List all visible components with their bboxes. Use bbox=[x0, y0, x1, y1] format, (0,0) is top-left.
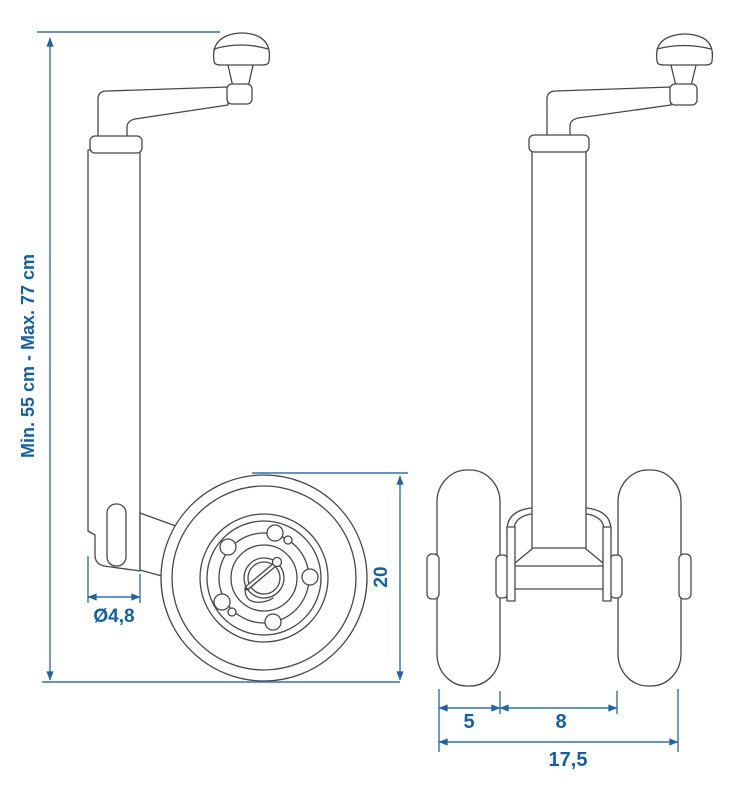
dimension-labels: Min. 55 cm - Max. 77 cm Ø4,8 20 5 8 17,5 bbox=[18, 254, 587, 771]
side-tube-body bbox=[87, 149, 141, 572]
right-inner-hub-cap bbox=[609, 554, 623, 599]
overall-width-label: 17,5 bbox=[549, 749, 588, 771]
bolt-hole bbox=[264, 613, 282, 631]
bracket-diagonal-left bbox=[514, 548, 533, 564]
left-inner-hub-cap bbox=[495, 554, 509, 599]
side-handle-sleeve bbox=[226, 83, 253, 105]
front-knob-seam bbox=[656, 44, 712, 50]
front-right-tire bbox=[617, 469, 682, 687]
front-view bbox=[426, 33, 714, 687]
front-tube-cap bbox=[528, 134, 590, 153]
axle-housing bbox=[500, 565, 617, 590]
front-tube-body bbox=[531, 149, 587, 549]
bracket-strap-left bbox=[506, 526, 516, 602]
side-wheel bbox=[160, 474, 368, 682]
height-dimension-label: Min. 55 cm - Max. 77 cm bbox=[18, 254, 38, 458]
wheel-diameter-label: 20 bbox=[371, 566, 392, 587]
rim-outer-circle bbox=[199, 513, 329, 643]
front-left-tire bbox=[436, 469, 501, 687]
dimension-lines bbox=[37, 31, 679, 752]
bolt-hole bbox=[266, 524, 284, 542]
front-crank-knob bbox=[655, 33, 714, 66]
front-handle-sleeve bbox=[669, 83, 698, 106]
pin-head bbox=[271, 556, 283, 568]
side-tube-cap bbox=[89, 135, 143, 154]
tire-inner-circle bbox=[171, 485, 357, 671]
bracket-arch-right-inner bbox=[586, 513, 605, 531]
bracket-arch-left-inner bbox=[513, 513, 532, 531]
front-crank-arm bbox=[546, 86, 672, 137]
small-hole bbox=[227, 607, 237, 617]
track-gap-label: 8 bbox=[555, 711, 566, 733]
bolt-hole bbox=[219, 538, 237, 556]
side-knob-seam bbox=[213, 44, 269, 50]
small-hole bbox=[283, 535, 293, 545]
bolt-hole bbox=[213, 593, 231, 611]
bracket-strap-right bbox=[602, 526, 612, 602]
pin-hook bbox=[244, 588, 274, 603]
rim-inner-circle bbox=[206, 520, 322, 636]
bolt-hole bbox=[301, 568, 319, 586]
right-outer-hub-cap bbox=[678, 553, 692, 600]
tire-width-label: 5 bbox=[463, 711, 474, 733]
side-clamp-tab bbox=[106, 503, 127, 567]
bracket-diagonal-right bbox=[585, 548, 604, 564]
side-crank-knob bbox=[212, 32, 271, 66]
hub-cap-inner-circle bbox=[247, 561, 281, 595]
side-crank-arm bbox=[97, 86, 229, 139]
axle-pin-core bbox=[246, 560, 280, 589]
left-outer-hub-cap bbox=[426, 553, 440, 600]
hub-plate-circle bbox=[230, 544, 298, 612]
side-view bbox=[87, 32, 368, 682]
tube-diameter-label: Ø4,8 bbox=[93, 606, 134, 627]
